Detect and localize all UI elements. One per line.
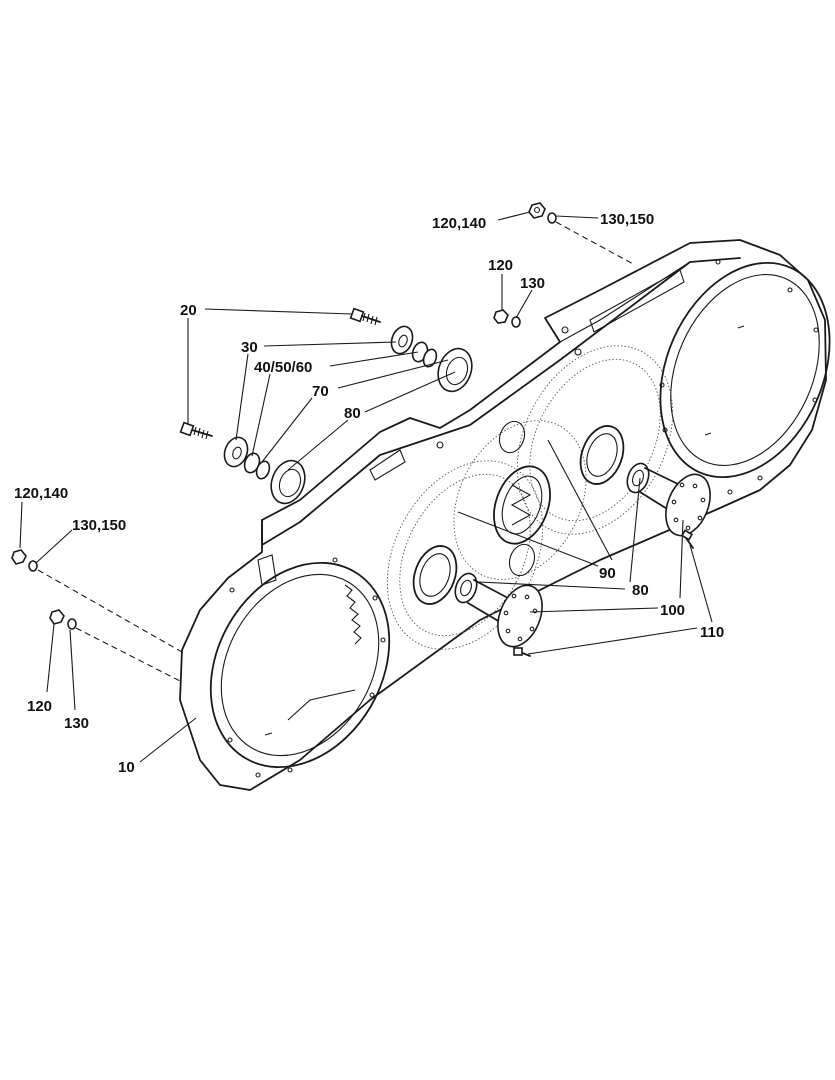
callout-130-top: 130 [520, 275, 545, 292]
bearing-80-lower [270, 459, 306, 505]
callout-10: 10 [118, 759, 135, 776]
callout-70: 70 [312, 383, 329, 400]
washer-130-150-left [28, 560, 38, 572]
callout-130-150-top: 130,150 [600, 211, 654, 228]
nut-120-140-left [11, 549, 27, 565]
output-shaft-left [454, 572, 543, 648]
callout-40-50-60: 40/50/60 [254, 359, 312, 376]
bolt-20-lower [179, 421, 213, 440]
perimeter-holes [227, 259, 819, 778]
gear-housing [179, 239, 831, 791]
assembly-line-top [555, 221, 636, 266]
callout-labels: 120,140 130,150 120 130 20 30 40/50/60 7… [14, 211, 724, 776]
callout-20: 20 [180, 302, 197, 319]
washer-30-lower [223, 436, 249, 468]
washer-130-top [511, 316, 521, 328]
bolt-20-upper [349, 307, 381, 326]
assembly-line-left-upper [37, 569, 183, 653]
nut-120-left [49, 609, 65, 625]
leader-lines [19, 211, 713, 763]
callout-80-mid: 80 [632, 582, 649, 599]
rings-40-50-60-lower [243, 452, 271, 480]
washer-30-upper [390, 325, 414, 355]
callout-120-140-top: 120,140 [432, 215, 486, 232]
assembly-line-left-lower [75, 627, 183, 683]
washer-130-150-top [547, 212, 557, 224]
washer-130-left [67, 618, 77, 630]
callout-120-top: 120 [488, 257, 513, 274]
callout-30: 30 [241, 339, 258, 356]
callout-110: 110 [700, 624, 724, 641]
callout-130-150-left: 130,150 [72, 517, 126, 534]
callout-120-left: 120 [27, 698, 52, 715]
callout-90: 90 [599, 565, 616, 582]
bearing-70-upper [437, 347, 473, 393]
screw-110-upper [680, 529, 694, 549]
nut-120-top [493, 309, 509, 324]
callout-100: 100 [660, 602, 685, 619]
screw-110-lower [513, 647, 531, 657]
callout-130-left: 130 [64, 715, 89, 732]
rings-40-50-60-upper [411, 341, 438, 368]
callout-120-140-left: 120,140 [14, 485, 68, 502]
output-shaft-right [626, 462, 711, 537]
nut-120-140-top [528, 202, 546, 219]
callout-80-top: 80 [344, 405, 361, 422]
